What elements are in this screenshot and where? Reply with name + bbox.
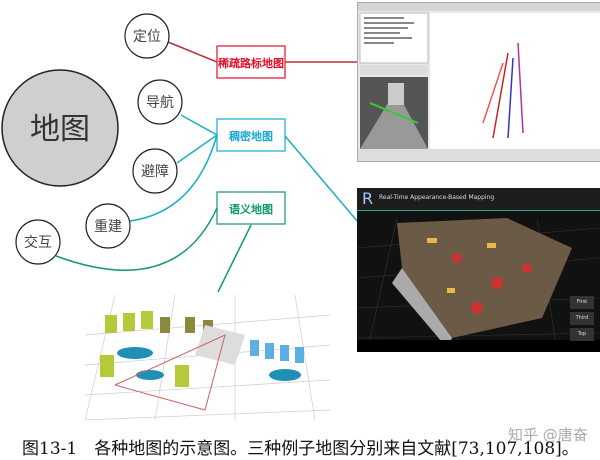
interaction-circle [15,219,61,265]
localization-circle [124,13,170,59]
view-first-button[interactable]: First [570,296,594,309]
semantic-map-label: 语义地图 [229,202,273,216]
watermark: 知乎 @唐奋 [508,426,588,444]
connector-localization [167,41,218,63]
dense-map-label: 稠密地图 [228,129,273,143]
navigation-label: 导航 [146,95,174,111]
interaction-label: 交互 [24,234,52,251]
connector-navigation [180,114,218,136]
localization-label: 定位 [133,29,161,45]
dense-map-box [216,118,286,152]
connector-avoidance [176,134,218,164]
app-title: Real-Time Appearance-Based Mapping [379,194,495,201]
sparse-map-label: 稀疏路标地图 [218,56,284,70]
connector-dense-example [284,135,359,223]
connector-interaction [55,207,218,271]
connector-reconstruction [129,134,218,222]
semantic-map-box [216,191,286,225]
app-title-bar: R Real-Time Appearance-Based Mapping [357,188,600,211]
avoidance-circle [132,148,178,194]
reconstruction-circle [85,203,131,249]
view-top-button[interactable]: Top [570,328,594,341]
map-label: 地图 [30,112,90,147]
app-logo: R [362,189,374,208]
sparse-map-example-image [357,2,600,162]
reconstruction-label: 重建 [94,219,122,235]
semantic-map-example-image [85,295,330,420]
sparse-map-box [216,45,286,79]
view-third-button[interactable]: Third [570,312,594,325]
figure-caption: 图13-1 各种地图的示意图。三种例子地图分别来自文献[73,107,108]。 [22,439,579,459]
navigation-circle [137,79,183,125]
connector-semantic-example [217,224,252,293]
avoidance-label: 避障 [141,164,169,180]
dense-map-example-image: R Real-Time Appearance-Based Mapping Fir… [357,188,600,352]
map-circle [1,69,119,187]
